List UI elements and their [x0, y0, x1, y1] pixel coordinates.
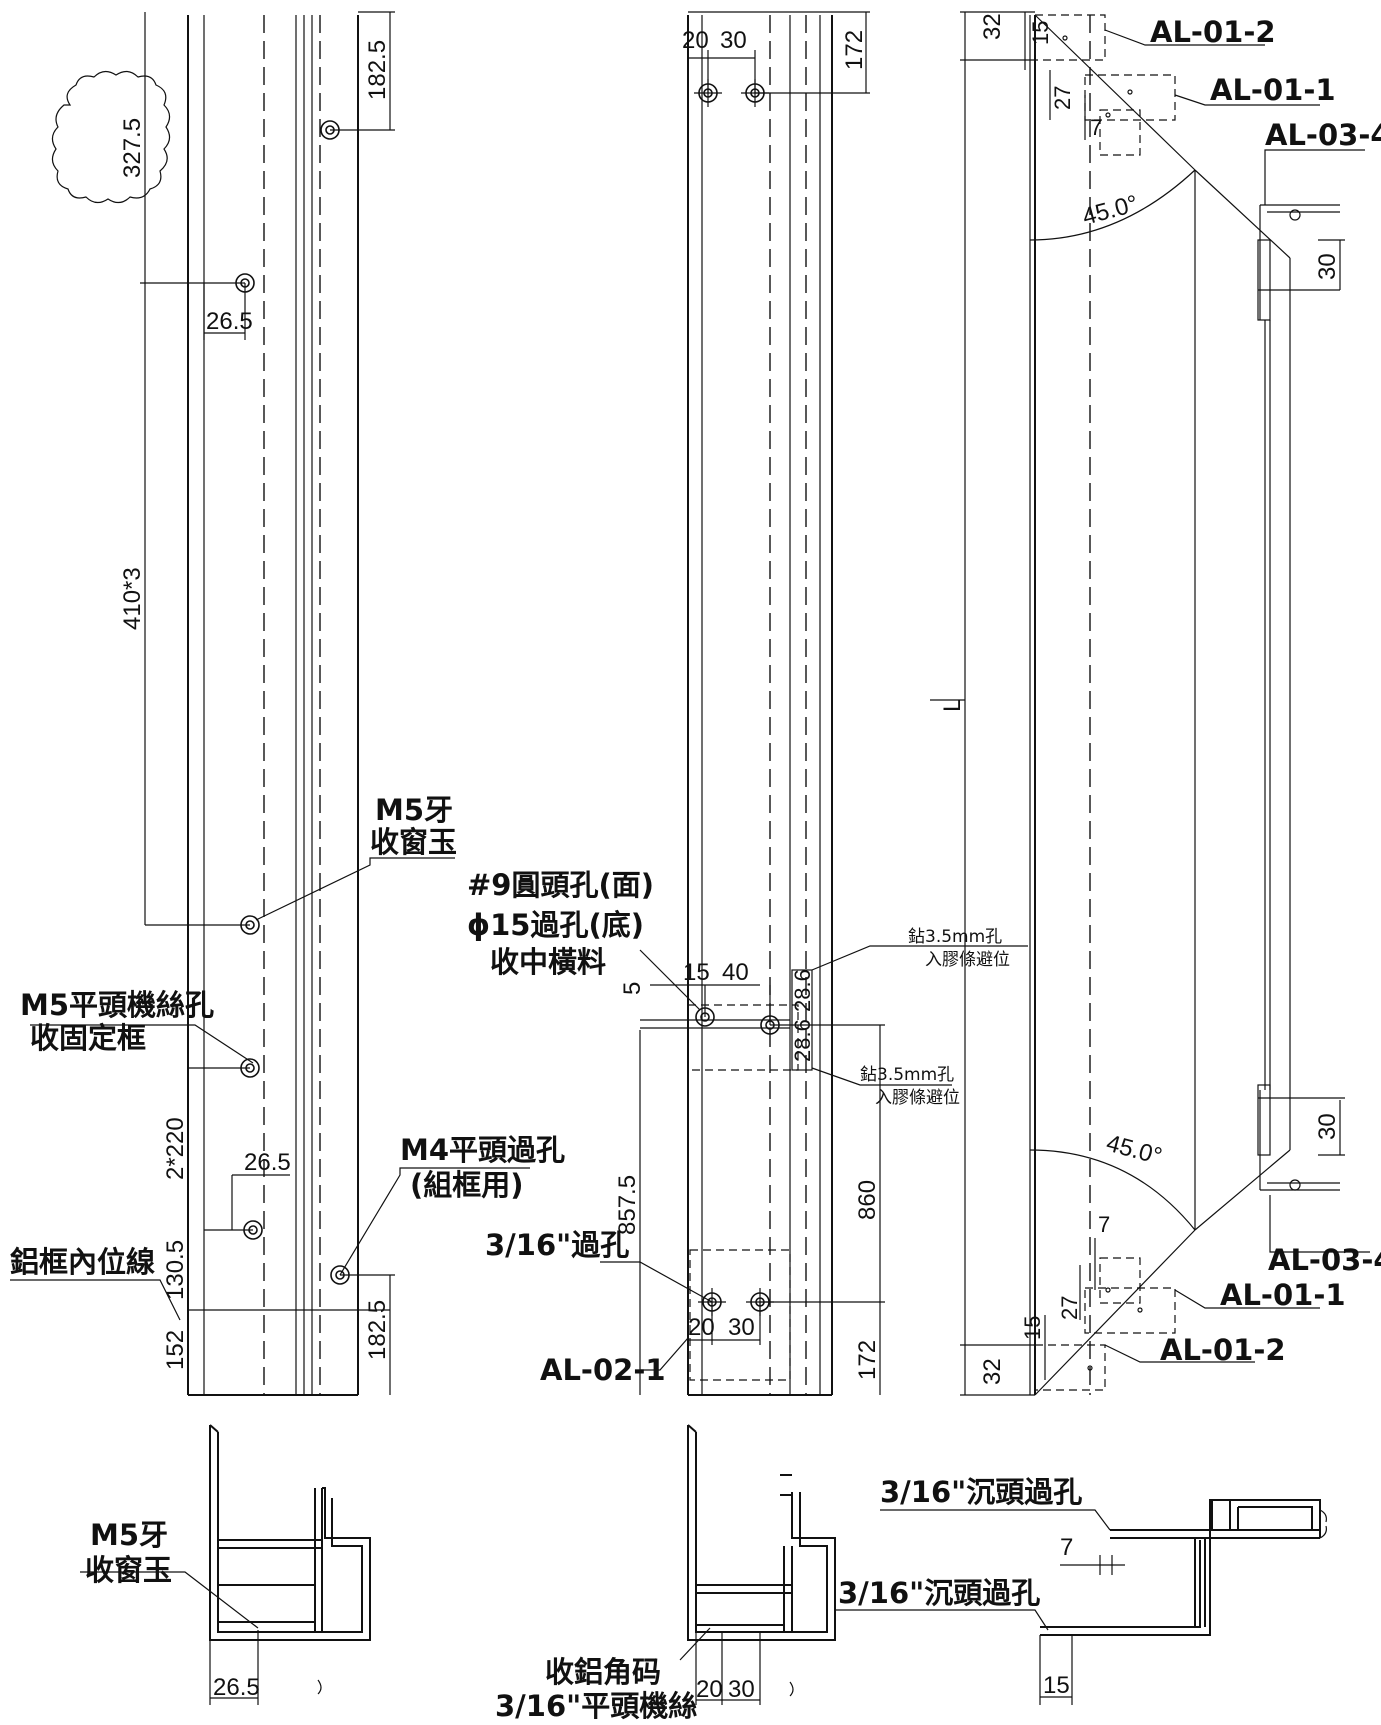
- label-m5-thread-line2: 收窗玉: [370, 825, 457, 859]
- right-elevation: [930, 11, 1370, 1396]
- dim-mid-28-6-b: 28.6: [790, 1019, 815, 1062]
- dim-mid-top-20: 20: [682, 27, 709, 54]
- dim-right-27-bottom: 27: [1057, 1296, 1082, 1320]
- label-inner-line: 鋁框內位線: [10, 1245, 155, 1279]
- dim-mid-5: 5: [619, 982, 646, 995]
- dim-410x3: 410*3: [119, 567, 146, 630]
- dim-right-30-bottom: 30: [1314, 1113, 1341, 1140]
- dim-26-5-top: 26.5: [206, 308, 253, 335]
- section-left-dim-26-5: 26.5: [213, 1674, 260, 1701]
- section-middle-label-line2: 3/16"平頭機絲: [495, 1689, 697, 1723]
- angle-bottom-45: 45.0°: [1103, 1130, 1164, 1171]
- section-right-dim-7: 7: [1060, 1534, 1073, 1561]
- dim-right-27-top: 27: [1050, 86, 1075, 110]
- label-al-03-4-bottom: AL-03-4: [1268, 1243, 1381, 1277]
- label-15-through-hole: ϕ15過孔(底): [467, 908, 644, 942]
- label-al-01-1-top: AL-01-1: [1210, 73, 1336, 107]
- dim-mid-bot-20: 20: [688, 1314, 715, 1341]
- label-m5-flat-line2: 收固定框: [30, 1021, 146, 1055]
- note-drill-b-line1: 鉆3.5mm孔: [860, 1065, 954, 1085]
- section-right: [835, 1499, 1327, 1705]
- left-elevation: [10, 11, 530, 1396]
- dim-cloud-327-5: 327.5: [119, 118, 146, 178]
- dim-right-32-top: 32: [979, 13, 1006, 40]
- section-middle-label-line1: 收鋁角码: [545, 1655, 661, 1689]
- dim-mid-860: 860: [854, 1180, 881, 1220]
- dim-26-5-mid: 26.5: [244, 1149, 291, 1176]
- dim-2x220: 2*220: [162, 1117, 189, 1180]
- note-drill-a-line1: 鉆3.5mm孔: [908, 927, 1002, 947]
- note-drill-b-line2: 入膠條避位: [875, 1088, 960, 1108]
- label-m5-thread-line1: M5牙: [375, 793, 453, 827]
- dim-182-5-top: 182.5: [364, 40, 391, 100]
- dim-mid-40: 40: [722, 959, 749, 986]
- section-right-label-bottom: 3/16"沉頭過孔: [838, 1576, 1040, 1610]
- note-drill-a-line2: 入膠條避位: [925, 950, 1010, 970]
- label-al-01-2-top: AL-01-2: [1150, 15, 1276, 49]
- dim-mid-bot-30: 30: [728, 1314, 755, 1341]
- dim-mid-28-6-a: 28.6: [790, 969, 815, 1012]
- dim-152: 152: [162, 1330, 189, 1370]
- dim-right-15-bottom: 15: [1020, 1316, 1045, 1340]
- dim-mid-857-5: 857.5: [614, 1175, 641, 1235]
- middle-elevation: [600, 11, 1028, 1396]
- section-right-dim-15: 15: [1043, 1672, 1070, 1699]
- dim-right-L: L: [939, 699, 966, 712]
- dim-mid-bot-172: 172: [854, 1340, 881, 1380]
- section-left-label-line2: 收窗玉: [85, 1553, 172, 1587]
- dim-mid-top-172: 172: [841, 30, 868, 70]
- dim-182-5-bottom: 182.5: [364, 1300, 391, 1360]
- dim-right-30-top: 30: [1314, 253, 1341, 280]
- dim-right-7-bottom: 7: [1098, 1212, 1110, 1237]
- section-left-label-line1: M5牙: [90, 1518, 168, 1552]
- section-left: [80, 1424, 371, 1705]
- label-m4-flat-line2: (組框用): [410, 1168, 524, 1202]
- dim-mid-15: 15: [683, 959, 710, 986]
- dim-right-32-bottom: 32: [979, 1358, 1006, 1385]
- label-3-16-hole: 3/16"過孔: [485, 1228, 629, 1262]
- dim-mid-top-30: 30: [720, 27, 747, 54]
- section-middle: [679, 1424, 836, 1705]
- label-al-01-1-bottom: AL-01-1: [1220, 1278, 1346, 1312]
- label-9-round-hole: #9圓頭孔(面): [467, 868, 654, 902]
- label-m5-flat-line1: M5平頭機絲孔: [20, 988, 214, 1022]
- label-al-02-1: AL-02-1: [540, 1353, 666, 1387]
- section-middle-dim-20: 20: [696, 1676, 723, 1703]
- label-al-03-4-top: AL-03-4: [1265, 118, 1381, 152]
- section-middle-dim-30: 30: [728, 1676, 755, 1703]
- dim-130-5: 130.5: [162, 1240, 189, 1300]
- label-al-01-2-bottom: AL-01-2: [1160, 1333, 1286, 1367]
- label-m4-flat-line1: M4平頭過孔: [400, 1133, 565, 1167]
- dim-right-7-top: 7: [1090, 115, 1102, 140]
- section-right-label-top: 3/16"沉頭過孔: [880, 1475, 1082, 1509]
- label-mid-rail: 收中橫料: [490, 945, 606, 979]
- dim-right-15-top: 15: [1028, 21, 1053, 45]
